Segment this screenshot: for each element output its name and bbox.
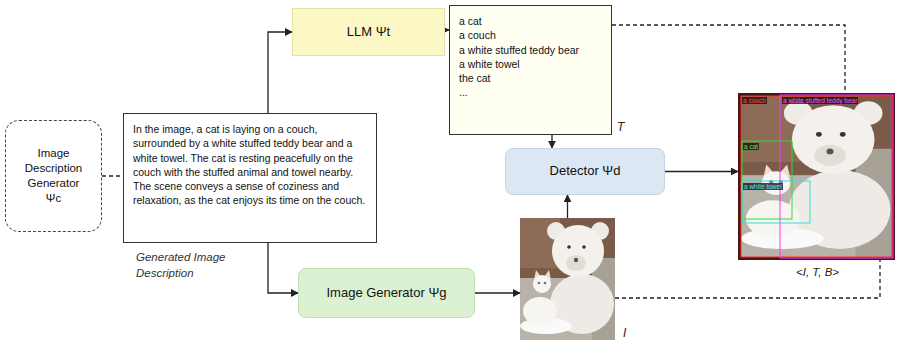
node-text: Image Description Generator xyxy=(12,146,95,191)
input-image-frame: I xyxy=(520,218,615,340)
image-generator-box: Image Generator Ψg xyxy=(298,268,475,318)
arrow-connector xyxy=(268,243,298,293)
text-group: Detector Ψd xyxy=(550,163,621,179)
node-text: a couch xyxy=(459,28,602,42)
dashed-connector xyxy=(612,25,845,93)
outside-label: I xyxy=(623,326,626,340)
node-text: Image Generator Ψg xyxy=(327,285,447,301)
detection-label: a couch xyxy=(742,97,767,104)
arrow-connector xyxy=(268,32,292,113)
generator-box: Image Description GeneratorΨc xyxy=(5,120,102,232)
output-image-frame: <I, T, B> xyxy=(738,93,895,260)
output-image xyxy=(738,93,895,260)
detector-box: Detector Ψd xyxy=(505,148,665,195)
phrase-list-box: a cata coucha white stuffed teddy beara … xyxy=(449,5,612,135)
text-group: a cata coucha white stuffed teddy beara … xyxy=(459,14,602,100)
arrow-connector xyxy=(475,292,520,293)
text-group: In the image, a cat is laying on a couch… xyxy=(133,122,367,208)
detection-label: a white stuffed teddy bear xyxy=(782,97,858,104)
outside-label: T xyxy=(617,120,624,134)
node-text: LLM Ψt xyxy=(347,24,390,40)
node-text: In the image, a cat is laying on a couch… xyxy=(133,122,367,208)
text-group: LLM Ψt xyxy=(347,24,390,40)
input-image xyxy=(520,218,615,340)
arrow-connector xyxy=(551,135,552,148)
node-text: a white towel xyxy=(459,57,602,71)
llm-box: LLM Ψt xyxy=(292,8,445,56)
description-box: In the image, a cat is laying on a couch… xyxy=(123,113,377,243)
detection-label: a cat xyxy=(743,143,759,150)
dashed-connector xyxy=(615,260,880,298)
text-group: Image Generator Ψg xyxy=(327,285,447,301)
arrow-connector xyxy=(665,171,738,172)
node-text: a cat xyxy=(459,14,602,28)
text-group: Image Description GeneratorΨc xyxy=(12,146,95,206)
node-text: a white stuffed teddy bear xyxy=(459,43,602,57)
node-text: Detector Ψd xyxy=(550,163,621,179)
arrow-connector xyxy=(567,195,568,218)
dashed-connector xyxy=(102,175,123,176)
node-text: Ψc xyxy=(12,191,95,206)
outside-label: <I, T, B> xyxy=(796,266,839,278)
detection-label: a white towel xyxy=(743,183,783,190)
node-text: the cat xyxy=(459,71,602,85)
node-text: ... xyxy=(459,85,602,99)
outside-label: Generated Image Description xyxy=(136,250,264,281)
